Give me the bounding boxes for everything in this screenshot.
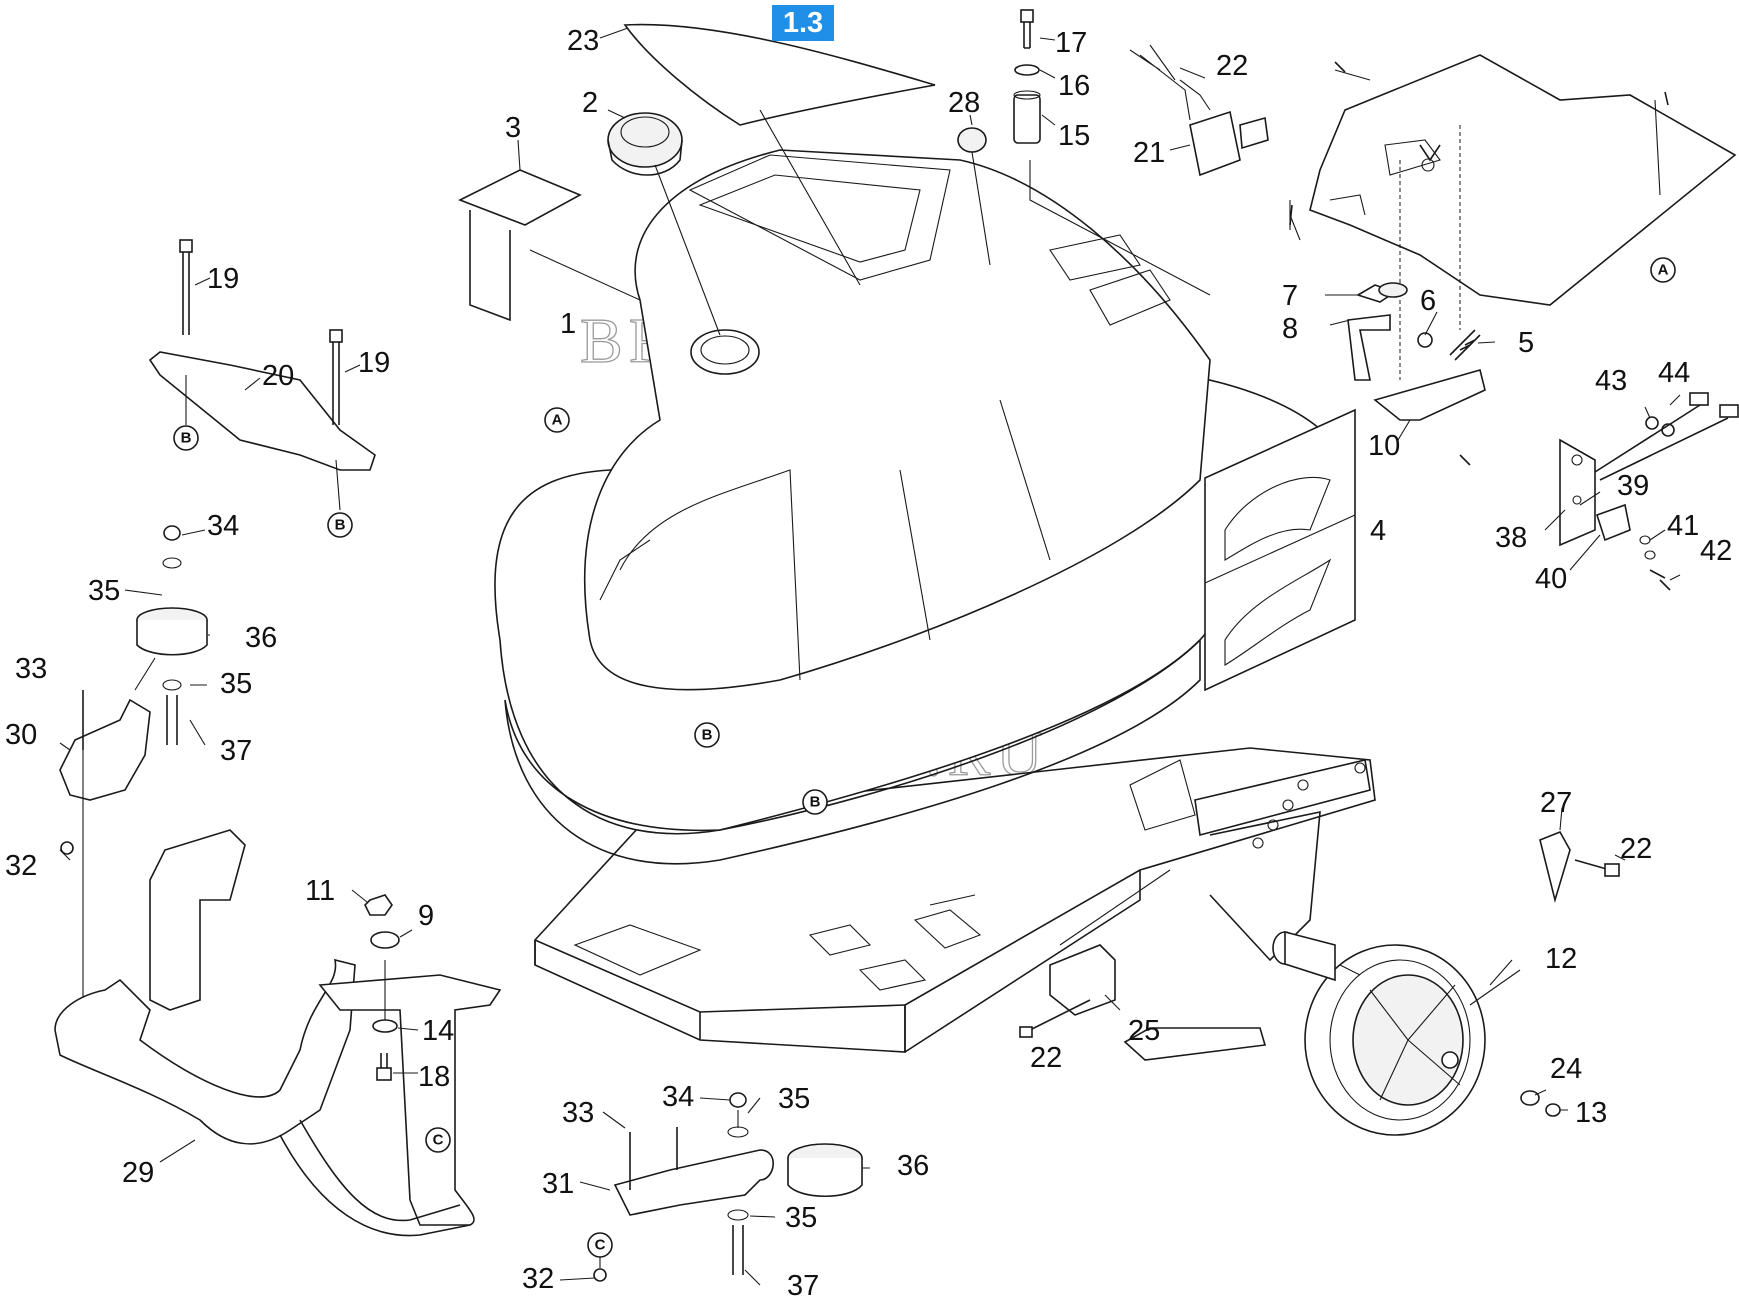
callout-34-bottom: 34	[662, 1081, 694, 1113]
ref-marker-b-3: B	[694, 722, 720, 748]
callout-35-left-bottom: 35	[220, 668, 252, 700]
svg-text:A: A	[552, 412, 563, 429]
hinge-bracket	[1559, 392, 1739, 591]
callout-27: 27	[1540, 787, 1572, 819]
callout-32-bottom: 32	[522, 1263, 554, 1295]
plug	[957, 127, 987, 153]
callout-28: 28	[948, 87, 980, 119]
callout-37-left: 37	[220, 735, 252, 767]
bracket-cover	[458, 169, 582, 322]
svg-text:A: A	[1658, 262, 1669, 279]
label-plate	[1204, 408, 1356, 692]
callout-41: 41	[1667, 510, 1699, 542]
callout-17: 17	[1055, 27, 1087, 59]
callout-22-top: 22	[1216, 50, 1248, 82]
callout-19-left: 19	[207, 263, 239, 295]
callout-33-left: 33	[15, 653, 47, 685]
callout-15: 15	[1058, 120, 1090, 152]
ref-marker-b-4: B	[802, 789, 828, 815]
ref-marker-b-1: B	[173, 425, 199, 451]
svg-text:C: C	[595, 1237, 606, 1254]
section-badge: 1.3	[772, 5, 834, 41]
callout-24: 24	[1550, 1053, 1582, 1085]
ref-marker-c-1: C	[425, 1127, 451, 1153]
mount-assembly-bottom	[593, 1092, 863, 1282]
switch-assembly	[1129, 44, 1269, 177]
tube-frame	[54, 829, 502, 1237]
svg-text:B: B	[335, 517, 346, 534]
callout-13: 13	[1575, 1097, 1607, 1129]
callout-9: 9	[418, 900, 434, 932]
clip-and-screw	[1539, 830, 1620, 904]
mount-assembly-left	[59, 525, 208, 1000]
callout-12: 12	[1545, 943, 1577, 975]
callout-5: 5	[1518, 327, 1534, 359]
lever-assembly	[1347, 282, 1486, 466]
callout-25: 25	[1128, 1015, 1160, 1047]
svg-text:B: B	[810, 794, 821, 811]
svg-text:1.3: 1.3	[783, 7, 823, 39]
bolt-spacer-stack	[1013, 9, 1041, 144]
svg-text:B: B	[181, 430, 192, 447]
callout-36-left: 36	[245, 622, 277, 654]
callout-21: 21	[1133, 137, 1165, 169]
callout-39: 39	[1617, 470, 1649, 502]
ref-marker-c-2: C	[587, 1232, 613, 1258]
callout-6: 6	[1420, 285, 1436, 317]
callout-8: 8	[1282, 313, 1298, 345]
callout-29: 29	[122, 1157, 154, 1189]
support-bar	[148, 239, 376, 511]
callout-19-right: 19	[358, 347, 390, 379]
callout-3: 3	[505, 112, 521, 144]
callout-16: 16	[1058, 70, 1090, 102]
callout-14: 14	[422, 1015, 454, 1047]
callout-38: 38	[1495, 522, 1527, 554]
callout-36-bottom: 36	[897, 1150, 929, 1182]
callout-4: 4	[1370, 515, 1386, 547]
callout-18: 18	[418, 1061, 450, 1093]
callout-30: 30	[5, 719, 37, 751]
ref-marker-a-2: A	[544, 407, 570, 433]
nut-washer-bolt	[364, 894, 400, 1081]
main-housing	[494, 149, 1346, 865]
ref-marker-a-1: A	[1650, 257, 1676, 283]
mounting-plate	[1289, 54, 1737, 380]
callout-40: 40	[1535, 563, 1567, 595]
callout-labels: 1 2 3 4 5 6 7 8 9 10 11 12 13 14 15 16 1…	[5, 25, 1732, 1302]
lid-cover	[623, 23, 936, 126]
svg-text:B: B	[702, 727, 713, 744]
callout-42: 42	[1700, 535, 1732, 567]
callout-43: 43	[1595, 365, 1627, 397]
svg-text:C: C	[433, 1132, 444, 1149]
callout-33-bottom: 33	[562, 1097, 594, 1129]
callout-22-right: 22	[1620, 833, 1652, 865]
callout-35-left-top: 35	[88, 575, 120, 607]
callout-31: 31	[542, 1168, 574, 1200]
ref-marker-b-2: B	[327, 512, 353, 538]
callout-1: 1	[560, 308, 576, 340]
callout-22-bottom: 22	[1030, 1042, 1062, 1074]
wheel	[1272, 930, 1561, 1136]
callout-35-bottom-lower: 35	[785, 1202, 817, 1234]
callout-37-bottom: 37	[787, 1270, 819, 1302]
callout-23: 23	[567, 25, 599, 57]
callout-11: 11	[305, 875, 335, 907]
callout-35-bottom-top: 35	[778, 1083, 810, 1115]
filler-cap	[607, 112, 683, 176]
cable-clamp	[1019, 944, 1116, 1038]
callout-34-left: 34	[207, 510, 239, 542]
callout-32-left: 32	[5, 850, 37, 882]
callout-44: 44	[1658, 357, 1690, 389]
callout-20: 20	[262, 360, 294, 392]
callout-10: 10	[1368, 430, 1400, 462]
callout-7: 7	[1282, 280, 1298, 312]
callout-2: 2	[582, 87, 598, 119]
